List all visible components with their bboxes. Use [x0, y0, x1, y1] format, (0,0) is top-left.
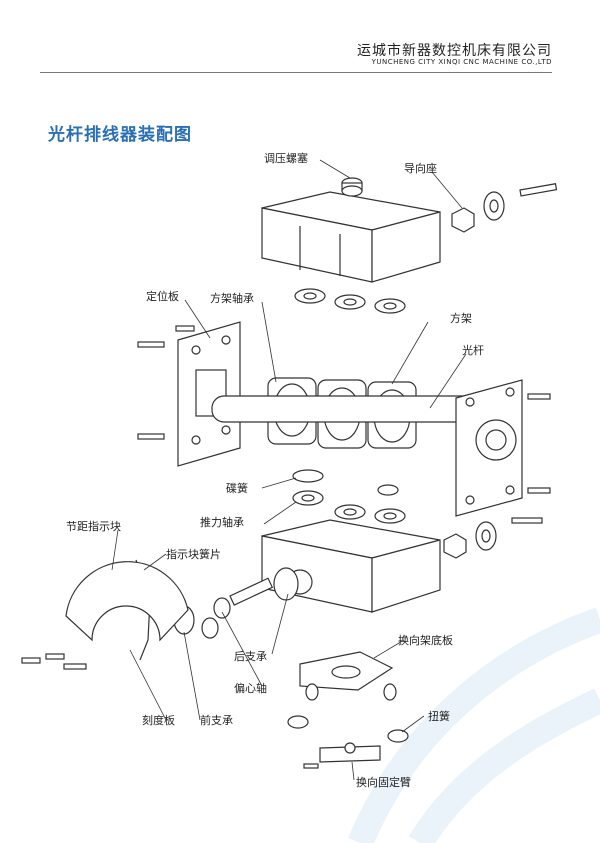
label-reversing-arm: 换向固定臂: [356, 776, 411, 789]
label-guide-seat: 导向座: [404, 162, 437, 175]
label-scale-plate: 刻度板: [142, 714, 175, 727]
right-plate-part: [455, 379, 523, 517]
label-rear-support: 后支承: [234, 650, 267, 663]
top-cover: [261, 191, 441, 283]
leader-lines: [111, 159, 467, 781]
thrust-bearing-part: [292, 490, 406, 524]
torsion-spring-part: [287, 715, 409, 743]
right-bolts: [527, 393, 551, 494]
label-disc-spring: 碟簧: [226, 482, 248, 495]
label-square-frame-bearing: 方架轴承: [210, 292, 254, 305]
background-swoosh: [348, 607, 600, 843]
left-bolts: [137, 325, 195, 440]
lower-right-bearing: [443, 517, 543, 559]
guide-seat-part: [451, 183, 558, 233]
label-pitch-indicator: 节距指示块: [66, 520, 121, 533]
label-square-frame: 方架: [450, 312, 472, 325]
locating-plate-part: [177, 321, 241, 467]
label-front-support: 前支承: [200, 714, 233, 727]
label-reversing-base: 换向架底板: [398, 634, 453, 647]
label-torsion-spring: 扭簧: [428, 710, 450, 723]
header-divider: [40, 72, 552, 73]
reversing-base-part: [299, 651, 394, 691]
label-smooth-rod: 光杆: [462, 344, 484, 357]
label-indicator-spring: 指示块簧片: [166, 548, 221, 561]
bottom-left-screws: [21, 653, 87, 670]
label-locating-plate: 定位板: [146, 290, 179, 303]
scale-plate-part: [65, 561, 189, 642]
disc-spring-part: [292, 469, 399, 496]
reversing-arm-part: [303, 742, 381, 769]
page-title: 光杆排线器装配图: [48, 125, 192, 145]
bearing-row-top: [294, 288, 406, 314]
company-name-en: YUNCHENG CITY XINQI CNC MACHINE CO.,LTD: [371, 58, 552, 66]
support-stack: [173, 567, 299, 639]
pressure-screw-part: [341, 177, 363, 197]
label-eccentric-shaft: 偏心轴: [234, 682, 267, 695]
label-pressure-screw: 调压螺塞: [264, 152, 308, 165]
eccentric-rollers: [305, 683, 397, 701]
label-thrust-bearing: 推力轴承: [200, 516, 244, 529]
company-name-cn: 运城市新器数控机床有限公司: [357, 43, 552, 59]
